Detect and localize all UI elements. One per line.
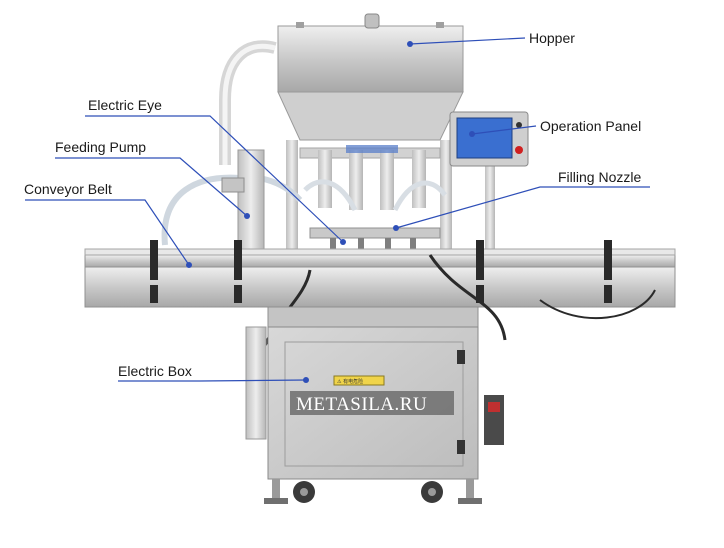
- leader-lines: [25, 37, 650, 383]
- label-electric-box: Electric Box: [118, 363, 192, 379]
- svg-text:⚠ 有电危险: ⚠ 有电危险: [337, 378, 363, 385]
- hopper-funnel: [277, 91, 464, 141]
- conveyor-rail: [84, 254, 676, 268]
- guide-rail-posts: [150, 240, 612, 303]
- watermark-bg: [290, 391, 454, 415]
- machine-illustration: ⚠ 有电危险: [84, 13, 676, 504]
- nozzle-bar: [309, 227, 441, 239]
- label-electric-eye: Electric Eye: [88, 97, 162, 113]
- label-feeding-pump: Feeding Pump: [55, 139, 146, 155]
- hopper-body: [277, 25, 464, 93]
- watermark: METASILA.RU: [296, 394, 427, 415]
- frame-column-left: [286, 140, 298, 260]
- label-filling-nozzle: Filling Nozzle: [558, 169, 641, 185]
- feeding-pump-body: [237, 149, 265, 251]
- caster-wheels: [293, 481, 443, 503]
- conveyor-frame: [84, 266, 676, 308]
- label-operation-panel: Operation Panel: [540, 118, 641, 134]
- frame-column-right: [440, 140, 452, 260]
- label-hopper: Hopper: [529, 30, 575, 46]
- label-conveyor-belt: Conveyor Belt: [24, 181, 112, 197]
- operation-panel-screen: [456, 117, 513, 159]
